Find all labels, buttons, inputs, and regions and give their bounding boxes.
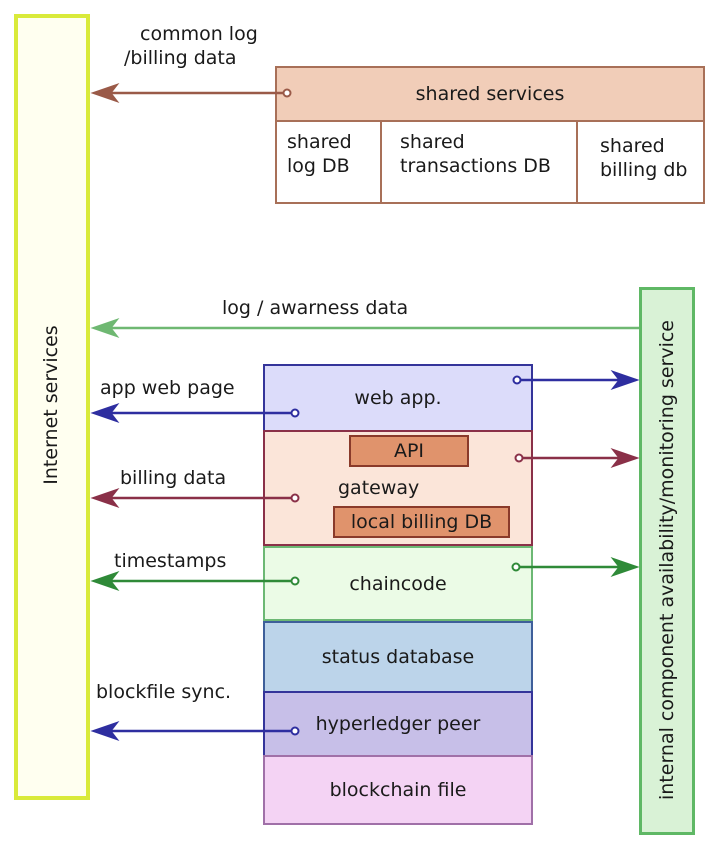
gateway-monitor-arrow: [514, 447, 640, 469]
blockchain-file-box: blockchain file: [263, 755, 533, 825]
blockfile-sync-arrow: [90, 720, 300, 742]
local-billing-db-box: local billing DB: [333, 506, 510, 538]
shared-billing-db: shared billing db: [576, 120, 705, 204]
blockfile-sync-label: blockfile sync.: [96, 681, 232, 703]
common-log-arrow: [90, 82, 292, 104]
common-log-label-line1: common log: [140, 23, 258, 45]
gateway-label: gateway: [338, 477, 420, 499]
timestamps-arrow: [90, 570, 300, 592]
app-web-page-label: app web page: [100, 377, 235, 399]
hyperledger-peer-box: hyperledger peer: [263, 691, 533, 757]
app-web-page-arrow: [90, 402, 300, 424]
shared-transactions-db: shared transactions DB: [380, 120, 578, 204]
common-log-label-line2: /billing data: [124, 47, 237, 69]
internet-services-panel: [14, 14, 90, 800]
log-awareness-label: log / awarness data: [222, 297, 409, 319]
log-awareness-arrow: [90, 317, 639, 339]
chaincode-box: chaincode: [263, 546, 533, 621]
chaincode-monitor-arrow: [511, 556, 640, 578]
timestamps-label: timestamps: [114, 550, 227, 572]
monitoring-service-panel: [639, 287, 695, 835]
status-database-box: status database: [263, 621, 533, 693]
billing-data-arrow: [90, 487, 300, 509]
api-box: API: [349, 435, 469, 467]
web-app-box: web app.: [263, 364, 533, 432]
billing-data-label: billing data: [120, 467, 227, 489]
web-app-monitor-arrow: [512, 369, 640, 391]
